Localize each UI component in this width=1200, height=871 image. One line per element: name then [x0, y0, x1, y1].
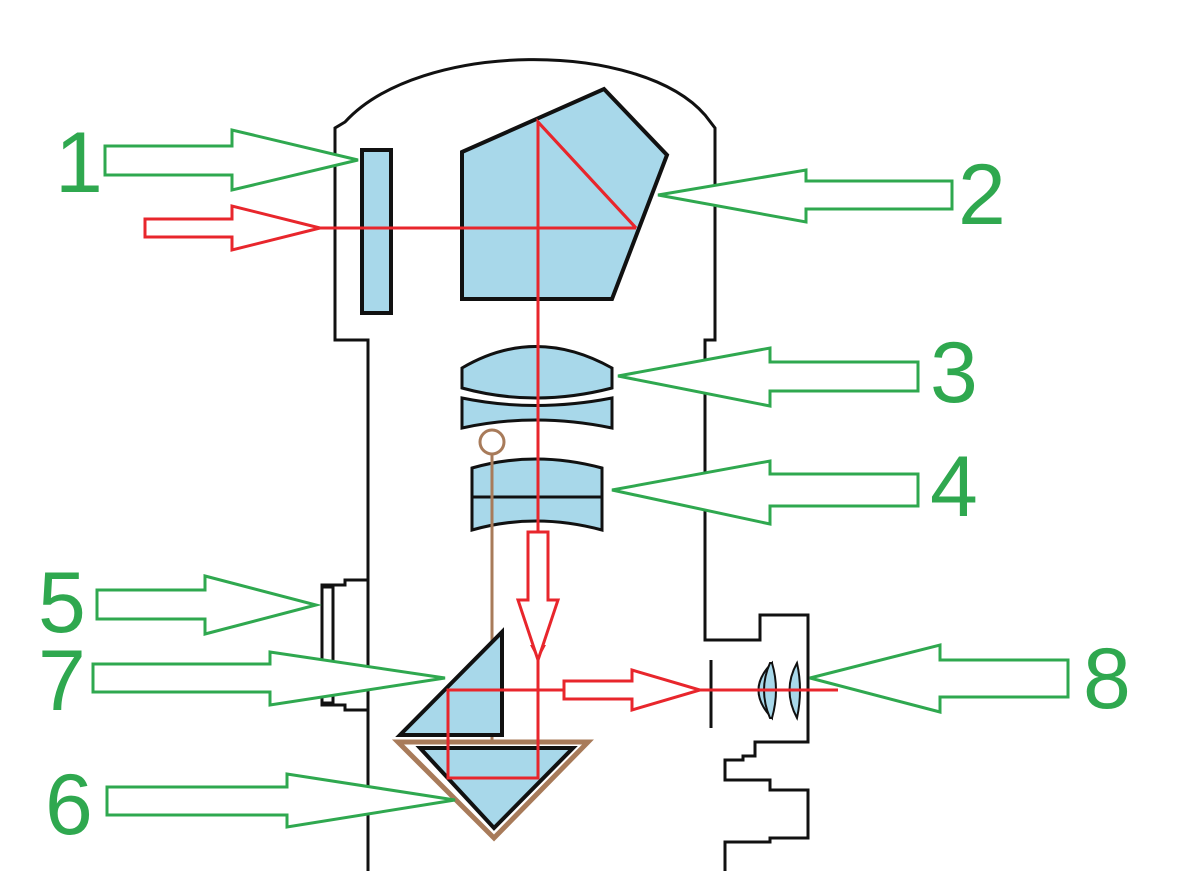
- label-2: 2: [958, 147, 1006, 243]
- label-6: 6: [45, 757, 93, 853]
- pentaprism: [460, 86, 670, 301]
- callout-arrow-5: [95, 574, 322, 636]
- label-8: 8: [1083, 631, 1131, 727]
- callout-arrow-3: [617, 346, 920, 408]
- callout-arrow-1: [103, 128, 359, 192]
- callout-arrow-4: [611, 459, 920, 526]
- pivot-circle: [478, 428, 506, 456]
- label-5: 5: [38, 555, 86, 651]
- camera-body-outline: [320, 58, 810, 871]
- callout-arrow-2: [657, 168, 954, 224]
- field-lens-plate: [360, 148, 393, 315]
- side-window: [320, 585, 335, 705]
- incoming-light-arrow: [143, 204, 321, 252]
- label-1: 1: [55, 115, 103, 211]
- callout-arrow-7: [91, 650, 446, 707]
- label-7: 7: [38, 633, 86, 729]
- callout-arrow-8: [809, 643, 1070, 714]
- label-3: 3: [930, 325, 978, 421]
- lower-prism: [415, 746, 578, 831]
- callout-arrow-6: [105, 772, 456, 829]
- outgoing-light-arrow: [562, 667, 706, 713]
- light-ray-mirror: [536, 120, 638, 230]
- label-4: 4: [930, 439, 978, 535]
- downward-light-arrow: [515, 530, 561, 665]
- small-prism: [395, 627, 504, 737]
